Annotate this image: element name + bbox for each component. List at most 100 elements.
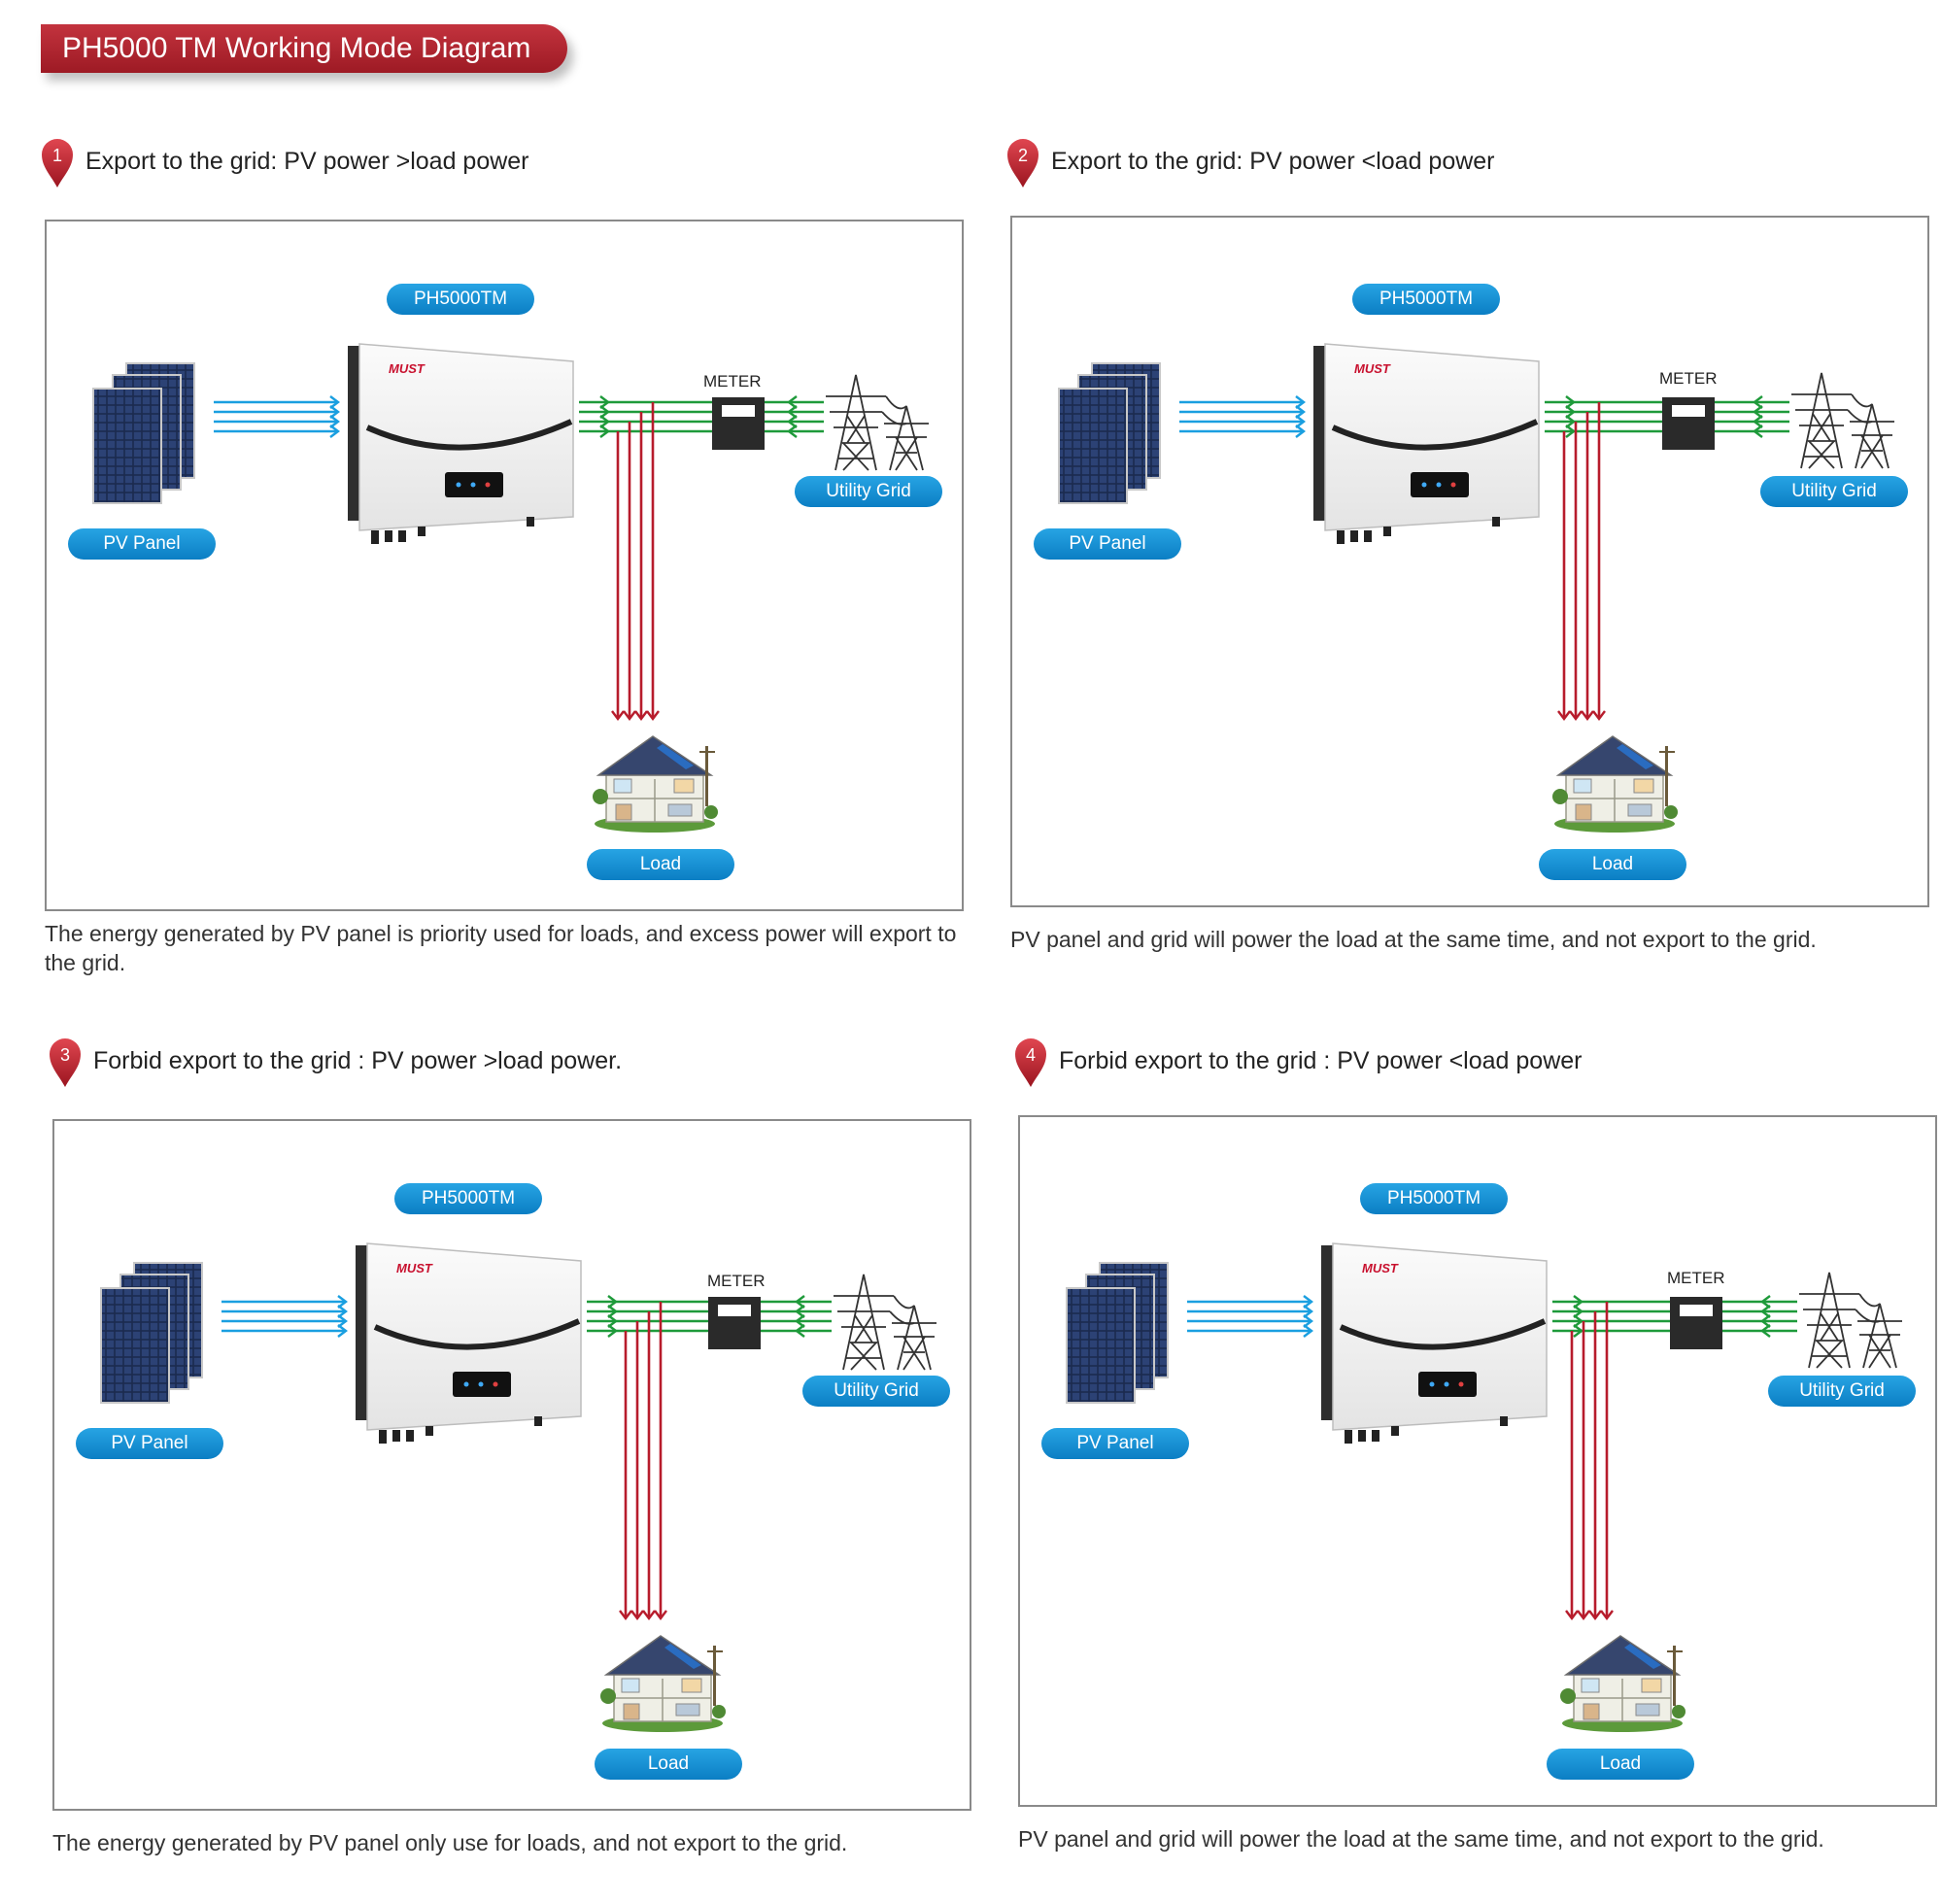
arrow-right-icon [337, 1305, 348, 1318]
arrow-down-icon [1581, 710, 1594, 721]
arrow-right-icon [599, 395, 610, 409]
arrow-left-icon [1753, 395, 1763, 409]
brand-logo: MUST [389, 361, 426, 376]
pv-panel-icon [97, 1261, 204, 1407]
diagram-frame: PV Panel PH5000TM MUST METER Utility Gri… [1010, 216, 1929, 907]
utility-grid-label: Utility Grid [1768, 1376, 1916, 1407]
flow-lines [214, 395, 824, 721]
arrow-right-icon [599, 415, 610, 428]
arrow-left-icon [1760, 1324, 1771, 1338]
diagram-frame: PV Panel PH5000TM MUST METER Utility Gri… [52, 1119, 971, 1811]
pv-panel-icon [1055, 361, 1162, 507]
arrow-down-icon [1600, 1610, 1614, 1620]
arrow-right-icon [1303, 1305, 1313, 1318]
arrow-left-icon [1760, 1314, 1771, 1328]
arrow-down-icon [1588, 1610, 1602, 1620]
pv-panel-icon [89, 361, 196, 507]
meter-label: METER [1659, 369, 1718, 388]
arrow-left-icon [1753, 415, 1763, 428]
inverter-icon: MUST [354, 1241, 587, 1445]
power-tower-icon [832, 1267, 938, 1374]
arrow-left-icon [795, 1305, 805, 1318]
arrow-right-icon [1295, 405, 1306, 419]
arrow-right-icon [599, 425, 610, 438]
diagram-frame: PV Panel PH5000TM MUST METER Utility Gri… [45, 220, 964, 911]
arrow-right-icon [329, 405, 340, 419]
inverter-icon: MUST [1319, 1241, 1552, 1445]
arrow-right-icon [337, 1324, 348, 1338]
map-pin-icon: 1 [42, 139, 73, 187]
flow-lines [1179, 395, 1789, 721]
house-icon [1552, 727, 1679, 833]
arrow-down-icon [654, 1610, 667, 1620]
arrow-right-icon [1573, 1305, 1583, 1318]
meter-icon [707, 1296, 762, 1350]
meter-label: METER [707, 1272, 766, 1290]
arrow-right-icon [1295, 395, 1306, 409]
load-label: Load [1547, 1749, 1694, 1780]
arrow-right-icon [599, 405, 610, 419]
arrow-right-icon [329, 395, 340, 409]
page-title: PH5000 TM Working Mode Diagram [62, 32, 531, 64]
arrow-right-icon [607, 1295, 618, 1309]
utility-grid-label: Utility Grid [1760, 476, 1908, 507]
arrow-down-icon [1592, 710, 1606, 721]
inverter-label: PH5000TM [387, 284, 534, 315]
inverter-icon: MUST [346, 342, 579, 546]
arrow-right-icon [1295, 415, 1306, 428]
arrow-right-icon [1573, 1324, 1583, 1338]
arrow-right-icon [337, 1314, 348, 1328]
arrow-down-icon [642, 1610, 656, 1620]
section-description: PV panel and grid will power the load at… [1018, 1826, 1824, 1852]
brand-logo: MUST [1354, 361, 1391, 376]
map-pin-icon: 2 [1007, 139, 1039, 187]
arrow-left-icon [795, 1324, 805, 1338]
brand-logo: MUST [1362, 1261, 1399, 1275]
arrow-right-icon [329, 425, 340, 438]
inverter-label: PH5000TM [1352, 284, 1500, 315]
section-number: 4 [1026, 1045, 1036, 1065]
arrow-left-icon [795, 1295, 805, 1309]
arrow-right-icon [1303, 1314, 1313, 1328]
section-number: 3 [60, 1045, 70, 1065]
pv-panel-label: PV Panel [68, 528, 216, 560]
section-number: 2 [1018, 146, 1028, 165]
pv-panel-label: PV Panel [76, 1428, 223, 1459]
inverter-label: PH5000TM [394, 1183, 542, 1214]
flow-lines [221, 1295, 832, 1620]
brand-logo: MUST [396, 1261, 433, 1275]
section-description: PV panel and grid will power the load at… [1010, 927, 1817, 952]
arrow-right-icon [337, 1295, 348, 1309]
pv-panel-label: PV Panel [1034, 528, 1181, 560]
arrow-right-icon [1565, 405, 1576, 419]
section-description: The energy generated by PV panel is prio… [45, 921, 957, 975]
arrow-left-icon [787, 395, 798, 409]
inverter-icon: MUST [1311, 342, 1545, 546]
arrow-right-icon [1573, 1295, 1583, 1309]
house-icon [1560, 1626, 1686, 1733]
arrow-right-icon [1565, 415, 1576, 428]
arrow-right-icon [607, 1314, 618, 1328]
arrow-right-icon [1573, 1314, 1583, 1328]
arrow-down-icon [1569, 710, 1583, 721]
house-icon [600, 1626, 727, 1733]
arrow-down-icon [611, 710, 625, 721]
section-description: The energy generated by PV panel only us… [52, 1830, 848, 1855]
arrow-left-icon [795, 1314, 805, 1328]
arrow-left-icon [787, 415, 798, 428]
arrow-down-icon [634, 710, 648, 721]
arrow-left-icon [1753, 405, 1763, 419]
load-label: Load [595, 1749, 742, 1780]
power-tower-icon [824, 367, 931, 474]
meter-icon [711, 396, 766, 451]
arrow-right-icon [1565, 395, 1576, 409]
arrow-right-icon [1565, 425, 1576, 438]
arrow-down-icon [1557, 710, 1571, 721]
pv-panel-label: PV Panel [1041, 1428, 1189, 1459]
arrow-left-icon [1760, 1305, 1771, 1318]
arrow-down-icon [1577, 1610, 1590, 1620]
arrow-down-icon [646, 710, 660, 721]
arrow-right-icon [607, 1324, 618, 1338]
arrow-down-icon [619, 1610, 632, 1620]
map-pin-icon: 3 [50, 1038, 81, 1087]
